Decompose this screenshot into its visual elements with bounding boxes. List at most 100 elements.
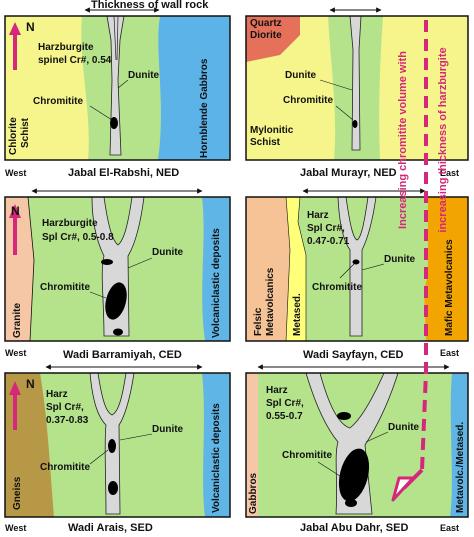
panel-frame	[4, 15, 231, 161]
dunite-label: Dunite	[128, 70, 160, 81]
gneiss-unit	[5, 373, 54, 517]
west-label: West	[5, 168, 26, 178]
gabbros-unit	[246, 373, 258, 517]
metased-unit	[286, 197, 306, 341]
quartz-diorite-unit	[246, 16, 300, 62]
chromitite-label: Chromitite	[40, 462, 90, 473]
chromitite-label: Chromitite	[283, 95, 333, 106]
panel-jabal-murayr: Quartz Diorite Dunite Chromitite Mylonit…	[245, 7, 469, 179]
north-label: N	[26, 20, 35, 34]
dunite-label: Dunite	[388, 422, 420, 433]
spinel-cr-label: spinel Cr#, 0.54	[38, 55, 112, 66]
hornblende-gabbro-unit	[158, 16, 230, 160]
metavolc-metased-unit	[450, 373, 468, 517]
harzburgite-body	[81, 16, 161, 160]
harzburgite-label: Harzburgite	[38, 42, 94, 53]
spinel-cr-range: 0.37-0.83	[46, 415, 89, 426]
chromitite-label: Chromitite	[312, 282, 362, 293]
chromitite-pod-large	[105, 282, 127, 320]
schist-label: Schist	[250, 137, 281, 148]
panel-frame	[4, 196, 231, 342]
spinel-cr-label: Spl Cr#,	[307, 223, 345, 234]
spinel-cr-label: Spl Cr#,	[266, 398, 304, 409]
panel-wadi-barramiyah: N Harzburgite Spl Cr#, 0.5-0.8 Dunite Ch…	[4, 188, 231, 361]
trend-arrow	[391, 20, 428, 502]
west-label: West	[5, 523, 26, 533]
panel-frame	[4, 372, 231, 518]
hornblende-gabbros-label: Hornblende Gabbros	[199, 58, 210, 158]
quartz-label: Quartz	[250, 18, 282, 29]
mafic-metavolcanics-unit	[424, 197, 468, 341]
harz-label: Harz	[307, 210, 329, 221]
spinel-cr-range: 0.47-0.71	[307, 236, 350, 247]
felsic-label: Felsic	[253, 307, 264, 336]
east-label: East	[440, 523, 459, 533]
spinel-cr-label: Spl Cr#, 0.5-0.8	[42, 232, 114, 243]
west-label: West	[5, 348, 26, 358]
panel-caption: Wadi Sayfayn, CED	[303, 349, 404, 361]
metavolc-metased-label: Metavolc./Metased.	[455, 422, 466, 513]
gneiss-label: Gneiss	[12, 476, 23, 510]
dunite-label: Dunite	[152, 424, 184, 435]
volcaniclastic-unit	[202, 373, 230, 517]
panel-caption: Wadi Arais, SED	[68, 522, 153, 534]
trend-label-line2: increasing thickness of harzburgite	[437, 47, 449, 232]
gabbros-label: Gabbros	[248, 472, 259, 514]
felsic-metavolcanics-unit	[246, 197, 290, 341]
trend-label-line1: Increasing chromitite volume with	[397, 51, 409, 229]
panel-jabal-abu-dahr: Harz Spl Cr#, 0.55-0.7 Dunite Chromitite…	[245, 364, 469, 534]
diorite-label: Diorite	[250, 30, 282, 41]
chromitite-pod	[352, 259, 360, 265]
mafic-metavolcanics-label: Mafic Metavolcanics	[444, 239, 455, 336]
dunite-body	[305, 372, 399, 515]
north-label: N	[26, 377, 35, 391]
panel-caption: Jabal El-Rabshi, NED	[68, 167, 179, 179]
panel-caption: Jabal Abu Dahr, SED	[300, 522, 408, 534]
trend-arrowhead-icon	[391, 476, 415, 502]
chromitite-label: Chromitite	[282, 450, 332, 461]
dunite-body	[91, 196, 145, 337]
dunite-label: Dunite	[285, 70, 317, 81]
schist-label: Schist	[20, 117, 31, 148]
chromitite-pod-small	[337, 412, 351, 420]
north-label: N	[11, 204, 20, 218]
chromitite-pod	[110, 117, 118, 129]
chromitite-pod-small	[345, 499, 357, 507]
chromitite-label: Chromitite	[40, 282, 90, 293]
chromitite-pod	[108, 481, 118, 495]
panel-frame	[245, 15, 469, 161]
panel-frame	[245, 196, 469, 342]
granite-unit	[5, 197, 34, 341]
chromitite-pod	[108, 439, 116, 453]
wall-rock-title: Thickness of wall rock	[91, 0, 209, 11]
harz-label: Harz	[266, 385, 288, 396]
harzburgite-label: Harzburgite	[42, 218, 98, 229]
east-label: East	[440, 168, 459, 178]
spinel-cr-label: Spl Cr#,	[46, 402, 84, 413]
dunite-label: Dunite	[384, 254, 416, 265]
panel-wadi-sayfayn: Harz Spl Cr#, 0.47-0.71 Dunite Chromitit…	[245, 188, 469, 361]
panel-wadi-arais: N Harz Spl Cr#, 0.37-0.83 Dunite Chromit…	[4, 364, 231, 534]
mylonitic-label: Mylonitic	[250, 125, 294, 136]
panel-frame	[245, 372, 469, 518]
spinel-cr-range: 0.55-0.7	[266, 411, 303, 422]
chromitite-pod	[352, 120, 358, 128]
dunite-label: Dunite	[152, 247, 184, 258]
metased-label: Metased.	[292, 293, 303, 336]
panel-caption: Jabal Murayr, NED	[300, 167, 397, 179]
volcaniclastic-unit	[202, 197, 230, 341]
chlorite-label: Chlorite	[8, 117, 19, 155]
volcaniclastic-label: Volcaniclastic deposits	[211, 403, 222, 513]
chromitite-label: Chromitite	[33, 96, 83, 107]
panel-jabal-el-rabshi: N Harzburgite spinel Cr#, 0.54 Dunite Ch…	[4, 7, 231, 179]
panel-caption: Wadi Barramiyah, CED	[63, 349, 182, 361]
granite-label: Granite	[12, 303, 23, 338]
metavolcanics-label: Metavolcanics	[265, 267, 276, 336]
harz-label: Harz	[46, 389, 68, 400]
east-label: East	[440, 348, 459, 358]
volcaniclastic-label: Volcaniclastic deposits	[211, 228, 222, 338]
chromitite-pod-small	[101, 259, 113, 265]
chromitite-pod-large	[338, 448, 370, 502]
chromitite-pod-small	[113, 328, 123, 336]
